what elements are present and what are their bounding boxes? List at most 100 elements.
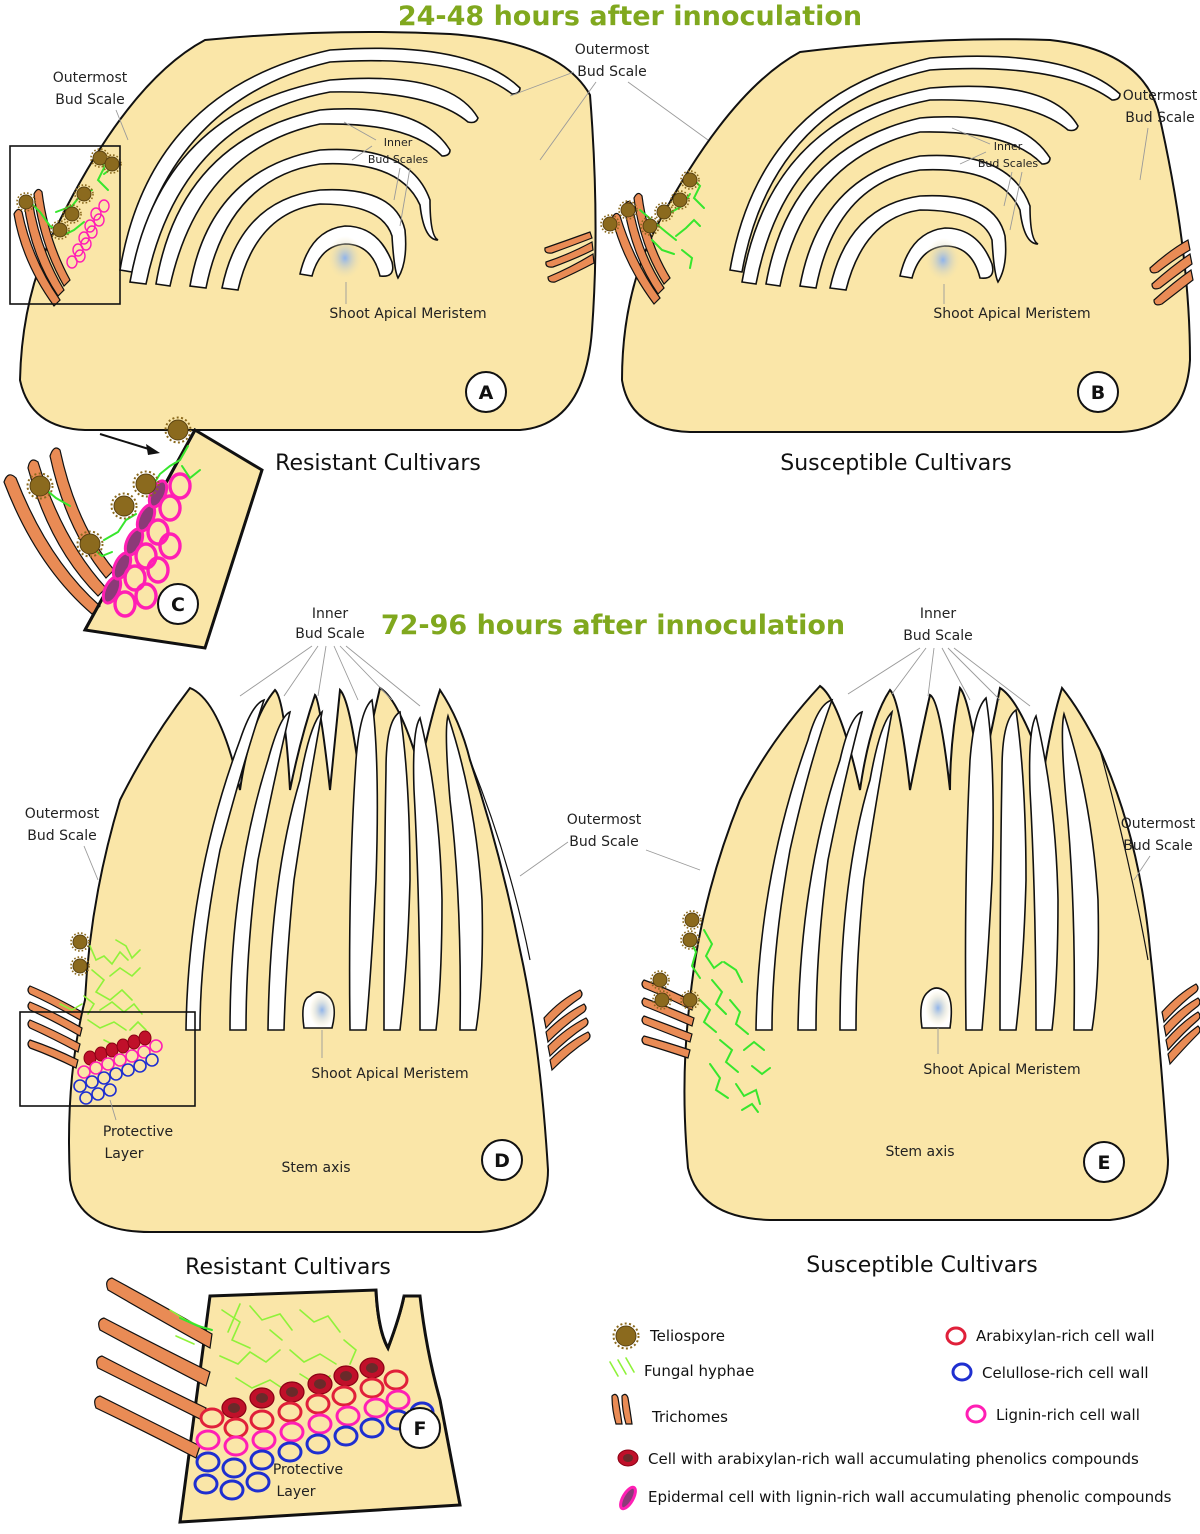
hyphae-icon [609,1357,635,1377]
label-sam-a: Shoot Apical Meristem [329,306,486,322]
label-outermost-b-2: Bud Scale [1125,110,1194,126]
label-inner-a-2: Bud Scales [368,153,429,166]
phenolic-cells-f-core [228,1363,378,1413]
lignin-cells-d [77,1039,163,1079]
legend-cellulose: Celullose-rich cell wall [951,1362,1149,1382]
panel-a: Outermost Bud Scale Outermost Bud Scale … [9,31,709,431]
cellulose-wall-icon [951,1362,973,1382]
label-outermost-e-2: Bud Scale [1123,838,1192,854]
trichomes-right-d [543,989,591,1072]
hyphae-f [169,1303,357,1393]
panel-letter-e-circle [1083,1141,1125,1183]
panel-letter-b-circle [1077,371,1119,413]
caption-susceptible-bottom: Susceptible Cultivars [806,1253,1037,1278]
label-outermost-d: Outermost [25,806,100,822]
lignin-cells-f [195,1389,411,1457]
label-protective-f-2: Layer [276,1484,315,1500]
label-outermost-d-2: Bud Scale [27,828,96,844]
trichomes-left-b [611,192,671,305]
hyphae-d [59,939,147,1047]
trichome-icon [611,1393,633,1425]
panel-d: Inner Bud Scale Outermost Bud Scale Oute… [19,606,701,1233]
legend-epidermal-cell: Epidermal cell with lignin-rich wall acc… [619,1485,1172,1511]
legend-teliospore: Teliospore [612,1322,725,1350]
arabixylan-cells-f [199,1369,409,1439]
panel-e: Inner Bud Scale Outermost Bud Scale Shoo… [641,606,1200,1221]
arrow-c [99,433,153,451]
label-protective-f: Protective [273,1462,343,1478]
label-outermost-b: Outermost [1123,88,1198,104]
legend-lignin: Lignin-rich cell wall [965,1404,1140,1424]
label-stem-d: Stem axis [281,1160,350,1176]
label-outermost-de: Outermost [567,812,642,828]
caption-resistant-bottom: Resistant Cultivars [185,1255,391,1280]
label-outermost-e: Outermost [1121,816,1196,832]
panel-c: C [3,416,264,650]
svg-text:Trichomes: Trichomes [651,1408,728,1426]
zoom-box-a [9,145,121,305]
label-protective-d-2: Layer [104,1146,143,1162]
label-inner-scale-d: Inner [312,606,348,622]
label-inner-scale-e-2: Bud Scale [903,628,972,644]
lignin-cells-a [66,199,110,269]
svg-text:Lignin-rich cell wall: Lignin-rich cell wall [996,1406,1140,1424]
cellulose-cells-d [73,1053,159,1105]
panel-letter-f-circle [399,1407,441,1449]
svg-text:Fungal hyphae: Fungal hyphae [644,1362,754,1380]
epidermal-cell-icon [619,1485,637,1511]
panel-f: Protective Layer F [94,1277,462,1524]
caption-resistant-top: Resistant Cultivars [275,451,481,476]
legend-trichomes: Trichomes [611,1393,728,1426]
label-sam-d: Shoot Apical Meristem [311,1066,468,1082]
trichomes-left-a [13,188,71,307]
trichomes-c [3,447,115,615]
lignin-cells-c [113,472,192,618]
label-inner-b-2: Bud Scales [978,157,1039,170]
label-sam-b: Shoot Apical Meristem [933,306,1090,322]
legend-hyphae: Fungal hyphae [609,1357,754,1380]
panel-letter-a: A [479,382,494,404]
trichomes-right-b [1149,239,1194,306]
panel-letter-a-circle [465,371,507,413]
panel-letter-b: B [1091,382,1105,404]
panel-letter-d: D [494,1150,510,1172]
trichomes-right-e [1161,983,1200,1066]
svg-text:Arabixylan-rich cell wall: Arabixylan-rich cell wall [976,1327,1155,1345]
trichomes-right-a [544,231,595,283]
label-inner-scale-d-2: Bud Scale [295,626,364,642]
zoom-box-d [19,1011,196,1107]
label-protective-d: Protective [103,1124,173,1140]
trichomes-f [94,1277,213,1459]
label-outermost-a-2: Bud Scale [55,92,124,108]
legend-phenolic-cell: Cell with arabixylan-rich wall accumulat… [617,1449,1139,1468]
svg-text:Epidermal cell with lignin-ric: Epidermal cell with lignin-rich wall acc… [648,1488,1172,1506]
panel-letter-c-circle [157,583,199,625]
svg-text:Celullose-rich cell wall: Celullose-rich cell wall [982,1364,1149,1382]
arabixylan-wall-icon [945,1326,967,1346]
panel-letter-c: C [171,594,185,616]
label-outermost-ab-2: Bud Scale [577,64,646,80]
label-outermost-a: Outermost [53,70,128,86]
panel-letter-e: E [1098,1152,1111,1174]
legend-arabixylan: Arabixylan-rich cell wall [945,1326,1155,1346]
label-sam-e: Shoot Apical Meristem [923,1062,1080,1078]
teliospore-icon [612,1322,640,1350]
hyphae-e [689,929,771,1113]
label-inner-b: Inner [994,140,1023,153]
panel-b: Outermost Bud Scale Inner Bud Scales Sho… [600,38,1198,433]
svg-text:Teliospore: Teliospore [649,1327,725,1345]
legend: Teliospore Fungal hyphae Trichomes Arabi… [609,1322,1172,1511]
panel-letter-f: F [414,1418,427,1440]
panel-letter-d-circle [481,1139,523,1181]
label-stem-e: Stem axis [885,1144,954,1160]
label-outermost-de-2: Bud Scale [569,834,638,850]
caption-susceptible-top: Susceptible Cultivars [780,451,1011,476]
title-bottom: 72-96 hours after innoculation [381,610,845,641]
label-inner-a: Inner [384,136,413,149]
title-top: 24-48 hours after innoculation [398,1,862,32]
label-outermost-ab: Outermost [575,42,650,58]
lignin-wall-icon [965,1404,987,1424]
label-inner-scale-e: Inner [920,606,956,622]
